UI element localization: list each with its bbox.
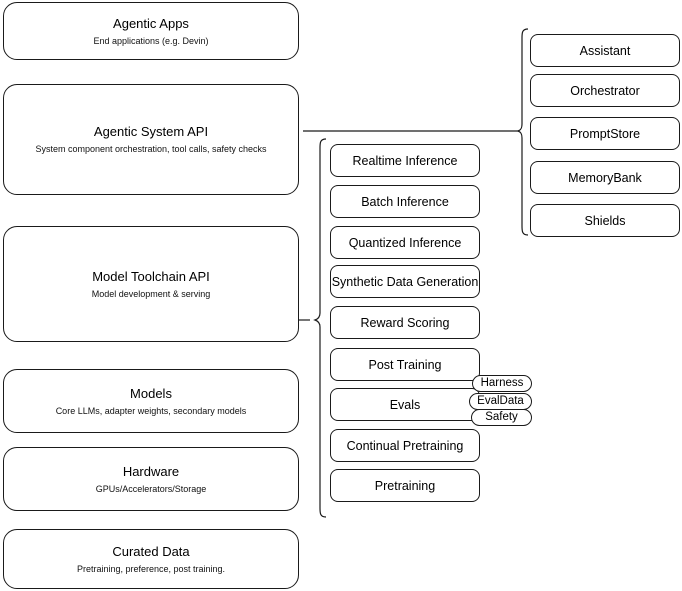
system-component-label: Assistant — [579, 43, 631, 58]
stack-layer-models[interactable]: Models Core LLMs, adapter weights, secon… — [3, 369, 299, 433]
system-component-assistant[interactable]: Assistant — [530, 34, 680, 67]
layer-subtitle: Pretraining, preference, post training. — [76, 563, 226, 574]
eval-badge-label: Safety — [485, 411, 518, 423]
layer-subtitle: End applications (e.g. Devin) — [93, 35, 209, 46]
eval-badge-safety[interactable]: Safety — [471, 409, 532, 426]
eval-badge-evaldata[interactable]: EvalData — [469, 393, 532, 410]
capability-synthetic-data-generation[interactable]: Synthetic Data Generation — [330, 265, 480, 298]
system-component-memorybank[interactable]: MemoryBank — [530, 161, 680, 194]
brace-system-components — [516, 28, 529, 236]
capability-reward-scoring[interactable]: Reward Scoring — [330, 306, 480, 339]
layer-title: Model Toolchain API — [92, 268, 210, 284]
system-component-label: MemoryBank — [568, 170, 642, 185]
eval-badge-label: Harness — [480, 377, 524, 389]
stack-layer-agentic-apps[interactable]: Agentic Apps End applications (e.g. Devi… — [3, 2, 299, 60]
capability-pretraining[interactable]: Pretraining — [330, 469, 480, 502]
system-component-promptstore[interactable]: PromptStore — [530, 117, 680, 150]
capability-label: Realtime Inference — [352, 153, 458, 168]
capability-quantized-inference[interactable]: Quantized Inference — [330, 226, 480, 259]
layer-title: Models — [130, 385, 172, 401]
capability-label: Post Training — [368, 357, 442, 372]
stack-layer-curated-data[interactable]: Curated Data Pretraining, preference, po… — [3, 529, 299, 589]
eval-badge-harness[interactable]: Harness — [472, 375, 532, 392]
eval-badge-label: EvalData — [477, 395, 524, 407]
system-component-label: PromptStore — [569, 126, 641, 141]
brace-toolchain-capabilities — [313, 138, 327, 518]
layer-title: Agentic Apps — [113, 15, 189, 31]
capability-label: Continual Pretraining — [346, 438, 464, 453]
layer-subtitle: System component orchestration, tool cal… — [35, 144, 267, 154]
system-component-label: Orchestrator — [570, 83, 640, 98]
capability-batch-inference[interactable]: Batch Inference — [330, 185, 480, 218]
capability-label: Synthetic Data Generation — [331, 274, 479, 289]
capability-label: Quantized Inference — [348, 235, 462, 250]
capability-realtime-inference[interactable]: Realtime Inference — [330, 144, 480, 177]
system-component-orchestrator[interactable]: Orchestrator — [530, 74, 680, 107]
capability-label: Pretraining — [374, 478, 436, 493]
capability-evals[interactable]: Evals — [330, 388, 480, 421]
capability-label: Reward Scoring — [360, 315, 450, 330]
layer-subtitle: Model development & serving — [91, 288, 211, 299]
layer-title: Hardware — [122, 463, 180, 479]
layer-title: Curated Data — [112, 543, 190, 559]
system-component-shields[interactable]: Shields — [530, 204, 680, 237]
stack-layer-agentic-system-api[interactable]: Agentic System API System component orch… — [3, 84, 299, 195]
capability-label: Evals — [389, 397, 421, 412]
layer-subtitle: GPUs/Accelerators/Storage — [95, 483, 207, 494]
layer-subtitle: Core LLMs, adapter weights, secondary mo… — [55, 405, 247, 416]
layer-title: Agentic System API — [93, 124, 209, 139]
system-component-label: Shields — [584, 213, 626, 228]
capability-label: Batch Inference — [361, 194, 449, 209]
capability-post-training[interactable]: Post Training — [330, 348, 480, 381]
stack-layer-hardware[interactable]: Hardware GPUs/Accelerators/Storage — [3, 447, 299, 511]
stack-layer-model-toolchain-api[interactable]: Model Toolchain API Model development & … — [3, 226, 299, 342]
capability-continual-pretraining[interactable]: Continual Pretraining — [330, 429, 480, 462]
